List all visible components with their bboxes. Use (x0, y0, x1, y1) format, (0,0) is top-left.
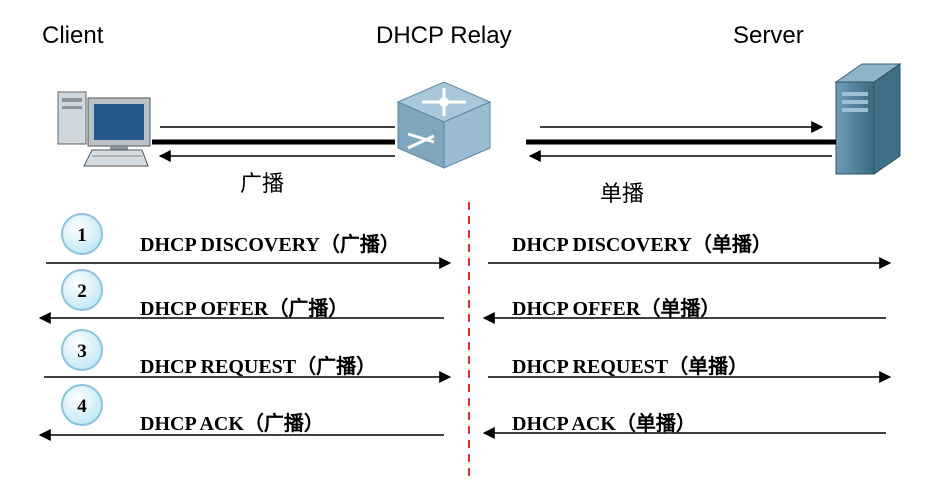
step-4-number: 4 (77, 396, 87, 417)
step-3-circle (61, 329, 103, 371)
step-1: 1 (46, 213, 892, 269)
step-2-number: 2 (77, 281, 87, 302)
step-2: 2 (38, 269, 886, 324)
step-4: 4 (38, 384, 886, 441)
step-4-circle (61, 384, 103, 426)
step-1-number: 1 (77, 225, 87, 246)
client-title: Client (42, 22, 104, 49)
relay-title: DHCP Relay (376, 22, 512, 49)
relay-router-icon (396, 81, 492, 169)
step-1-right-message: DHCP DISCOVERY（单播） (512, 234, 772, 256)
step-4-left-message: DHCP ACK（广播） (140, 413, 324, 435)
step-1-circle (61, 213, 103, 255)
client-computer-icon (57, 91, 151, 167)
step-3-right-message: DHCP REQUEST（单播） (512, 356, 749, 378)
step-3: 3 (44, 329, 892, 383)
step-2-left-message: DHCP OFFER（广播） (140, 298, 349, 320)
step-1-left-message: DHCP DISCOVERY（广播） (140, 234, 400, 256)
client-relay-link (152, 126, 395, 162)
relay-server-link (526, 121, 836, 162)
step-4-right-message: DHCP ACK（单播） (512, 413, 696, 435)
step-3-left-message: DHCP REQUEST（广播） (140, 356, 377, 378)
unicast-label: 单播 (600, 182, 645, 207)
step-2-right-message: DHCP OFFER（单播） (512, 298, 721, 320)
server-title: Server (733, 22, 804, 49)
server-tower-icon (834, 63, 902, 175)
step-3-number: 3 (77, 341, 87, 362)
broadcast-label: 广播 (240, 172, 285, 197)
step-2-circle (61, 269, 103, 311)
